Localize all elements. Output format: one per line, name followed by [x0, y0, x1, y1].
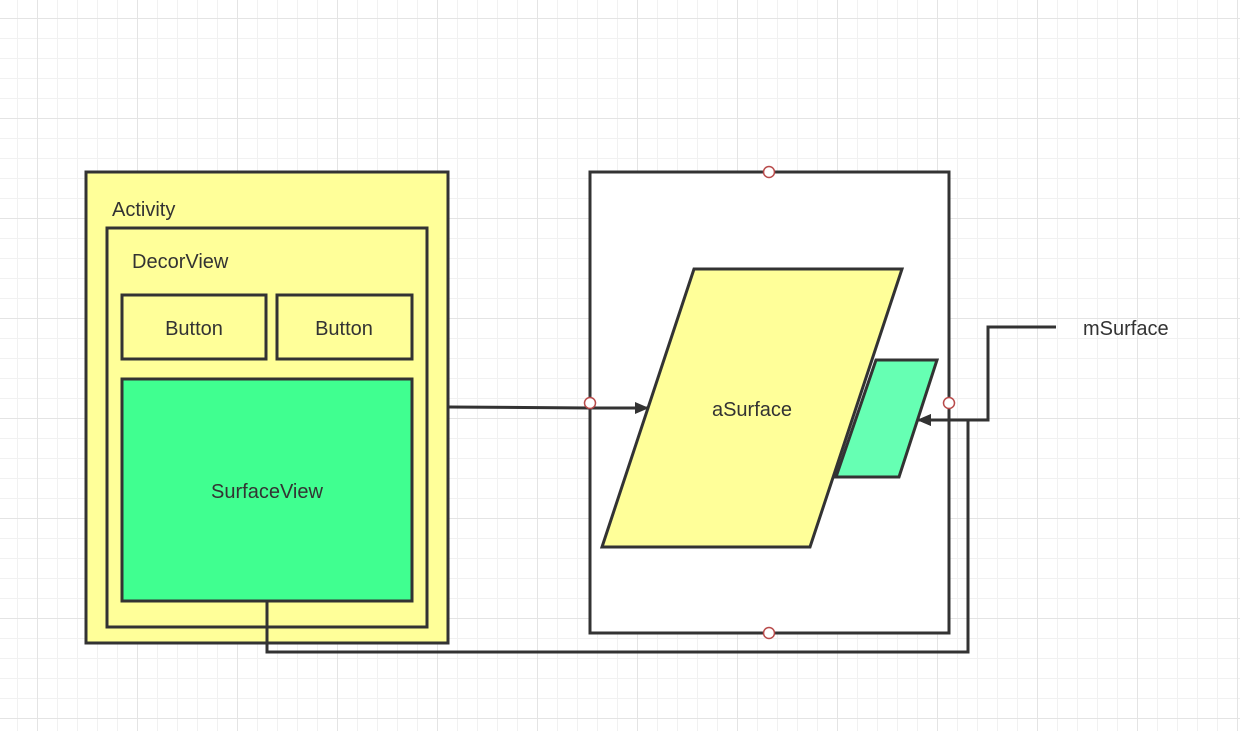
a-surface-shape[interactable]	[599, 267, 905, 549]
button-left-box[interactable]	[120, 293, 268, 361]
surface-view-label: SurfaceView	[211, 481, 323, 503]
connection-point-bottom[interactable]	[762, 626, 776, 640]
surface-view-box[interactable]	[120, 377, 414, 603]
connection-point-top[interactable]	[762, 165, 776, 179]
decor-view-label: DecorView	[132, 251, 229, 273]
activity-label: Activity	[112, 199, 175, 221]
connection-point-right[interactable]	[942, 396, 956, 410]
button-right-label: Button	[315, 318, 373, 340]
m-surface-shape[interactable]	[833, 358, 940, 479]
msurface-label-connector[interactable]	[917, 325, 1056, 426]
activity-to-asurface-connector[interactable]	[448, 402, 649, 414]
a-surface-label: aSurface	[712, 399, 792, 421]
button-left-label: Button	[165, 318, 223, 340]
m-surface-label: mSurface	[1083, 318, 1169, 340]
connection-point-left[interactable]	[583, 396, 597, 410]
button-right-box[interactable]	[275, 293, 414, 361]
